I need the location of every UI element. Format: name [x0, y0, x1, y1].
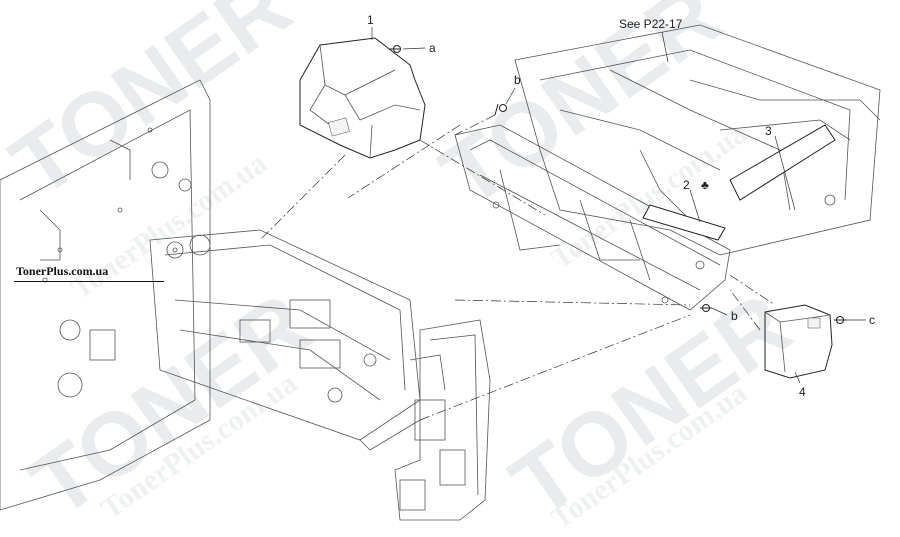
leader-lines: [371, 27, 866, 384]
watermark-logo: TONER: [494, 275, 808, 537]
watermark-logo: TONER: [0, 0, 308, 216]
part-1-cover: [299, 37, 426, 159]
screw-a: [389, 45, 401, 53]
callout-screw-b-lower: b: [731, 309, 738, 323]
side-bracket: [394, 319, 491, 521]
callout-screw-a: a: [429, 41, 436, 55]
main-frame-left: [0, 79, 211, 511]
tray-unit: [514, 24, 881, 256]
callout-part-1: 1: [367, 13, 374, 27]
part-4-cover: [764, 304, 833, 379]
screw-b-lower: [700, 304, 712, 312]
callout-screw-c: c: [869, 313, 875, 327]
drive-assembly: [149, 229, 421, 451]
transport-frame: [454, 124, 731, 311]
callout-part-4: 4: [799, 385, 806, 399]
clover-symbol-icon: ♣: [701, 178, 709, 192]
screw-b-upper: [494, 103, 507, 116]
callout-part-2: 2: [683, 178, 690, 192]
brand-label: TonerPlus.com.ua: [14, 264, 164, 282]
callout-screw-b-upper: b: [514, 73, 521, 87]
callout-part-3: 3: [765, 124, 772, 138]
part-2-label-strip: [642, 204, 726, 241]
alignment-lines: [259, 114, 776, 421]
callout-see-reference: See P22-17: [619, 17, 683, 31]
screw-c: [834, 316, 846, 324]
